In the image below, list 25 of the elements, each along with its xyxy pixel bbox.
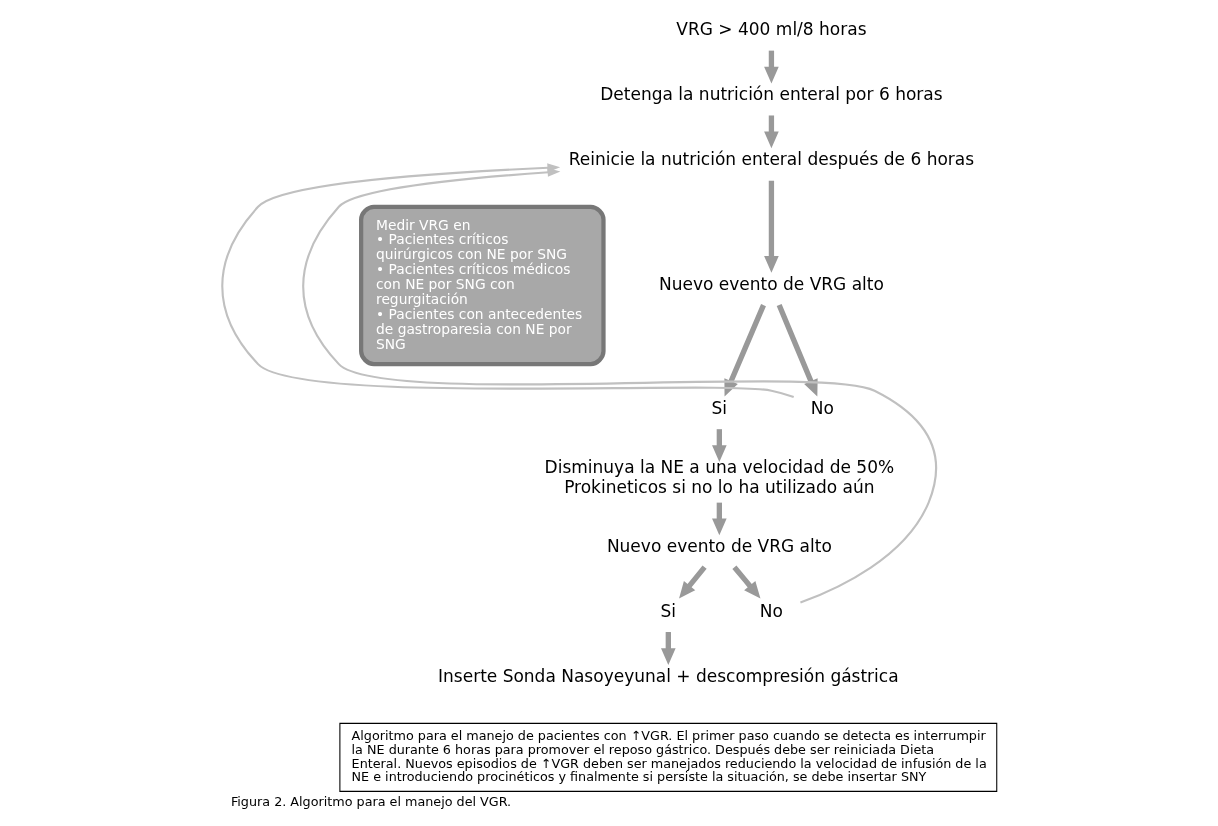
arrow <box>763 180 779 273</box>
node-text: Disminuya la NE a una velocidad de 50% Prokineticos si no lo ha utilizado aún <box>544 457 894 497</box>
node-box: Algoritmo para el manejo de pacientes con ↑VGR. El primer paso cuando se detecta es interrumpir la NE durante 6 horas para promover el reposo gástrico. Después debe ser reiniciada Dieta Enteral. Nuevos episodios de ↑VGR deben ser manejados reduciendo la velocidad de infusión de la NE e introduciendo procinéticos y finalmente si persiste la situación, se debe insertar SNY <box>338 722 997 792</box>
node-text: Si <box>711 397 727 418</box>
arrow <box>731 565 760 599</box>
node-text: Reinicie la nutrición enteral después de 6 horas <box>568 149 974 170</box>
node-text: No <box>810 397 834 418</box>
arrow <box>660 632 676 665</box>
node-box: Medir VRG en • Pacientes críticos quirúrgicos con NE por SNG • Pacientes críticos médicos con NE por SNG con regurgitación • Pacientes con antecedentes de gastroparesia con NE por SNG <box>358 204 606 367</box>
node-text: Si <box>660 600 676 621</box>
arrow <box>776 304 818 397</box>
node-text: Nuevo evento de VRG alto <box>658 273 884 294</box>
node-text: Inserte Sonda Nasoyeyunal + descompresión gástrica <box>437 665 899 686</box>
node-text: No <box>759 600 783 621</box>
node-text: Nuevo evento de VRG alto <box>606 536 832 557</box>
arrow <box>723 304 766 397</box>
arrow <box>763 115 779 149</box>
caption: Figura 2. Algoritmo para el manejo del VGR. <box>230 793 511 809</box>
arrow <box>711 429 727 462</box>
node-text: Detenga la nutrición enteral por 6 horas <box>599 84 943 105</box>
node-text: VRG > 400 ml/8 horas <box>675 19 867 40</box>
arrow <box>763 50 779 84</box>
arrow <box>711 502 727 536</box>
arrow <box>301 167 937 604</box>
arrow <box>678 565 707 599</box>
